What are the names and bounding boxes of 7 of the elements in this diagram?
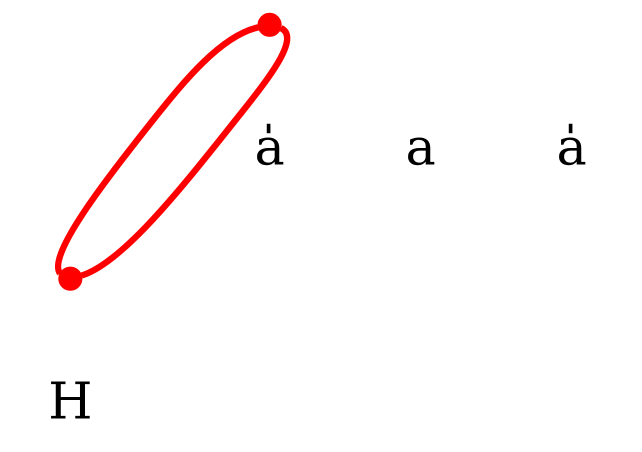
label: a bbox=[405, 117, 436, 176]
label: a̍ bbox=[556, 117, 587, 176]
connector bbox=[55, 24, 260, 274]
label: a̍ bbox=[254, 117, 285, 176]
node-circle bbox=[258, 12, 282, 37]
label: H bbox=[48, 371, 92, 430]
node-circle bbox=[58, 266, 82, 291]
